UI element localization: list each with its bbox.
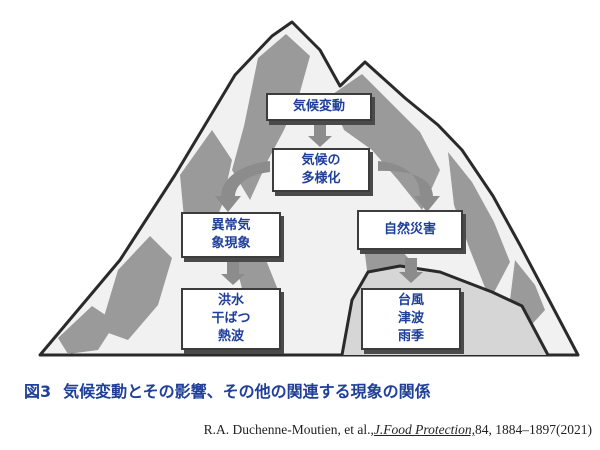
node-weather-effects-line-1: 洪水 bbox=[217, 293, 244, 308]
node-weather-effects: 洪水 干ばつ 熱波 bbox=[181, 288, 281, 350]
figure-label: 図3 bbox=[24, 382, 52, 401]
arrow-diversification-to-abnormal-weather bbox=[215, 161, 270, 212]
node-natural-disasters-label: 自然災害 bbox=[383, 222, 436, 237]
arrow-diversification-to-natural-disasters bbox=[378, 161, 440, 212]
node-weather-effects-line-3: 熱波 bbox=[217, 329, 244, 344]
figure-caption-text: 気候変動とその影響、その他の関連する現象の関係 bbox=[63, 382, 431, 401]
node-disaster-types-line-3: 雨季 bbox=[397, 329, 424, 344]
node-climate-change-label: 気候変動 bbox=[292, 99, 345, 114]
node-climate-diversification-line-1: 気候の bbox=[301, 153, 341, 168]
citation-authors: R.A. Duchenne-Moutien, et al., bbox=[203, 422, 374, 437]
arrow-climate-to-diversification bbox=[308, 122, 332, 147]
arrow-natural-disasters-to-types bbox=[399, 258, 423, 283]
citation-details: 84, 1884–1897(2021) bbox=[475, 422, 592, 437]
node-weather-effects-line-2: 干ばつ bbox=[211, 311, 251, 326]
node-climate-change: 気候変動 bbox=[266, 93, 372, 121]
citation-journal: J.Food Protection, bbox=[373, 422, 475, 437]
arrows bbox=[215, 122, 440, 285]
node-disaster-types: 台風 津波 雨季 bbox=[361, 288, 461, 350]
node-disaster-types-line-1: 台風 bbox=[397, 293, 424, 308]
node-disaster-types-line-2: 津波 bbox=[397, 311, 424, 326]
figure-caption: 図3 気候変動とその影響、その他の関連する現象の関係 bbox=[24, 378, 431, 402]
node-natural-disasters: 自然災害 bbox=[357, 210, 463, 250]
node-climate-diversification-line-2: 多様化 bbox=[301, 171, 341, 186]
node-abnormal-weather-line-2: 象現象 bbox=[211, 236, 251, 251]
node-climate-diversification: 気候の 多様化 bbox=[272, 148, 370, 192]
node-abnormal-weather: 異常気 象現象 bbox=[181, 212, 281, 258]
arrow-abnormal-weather-to-effects bbox=[221, 260, 245, 285]
node-abnormal-weather-line-1: 異常気 bbox=[211, 218, 251, 233]
citation: R.A. Duchenne-Moutien, et al.,J.Food Pro… bbox=[204, 422, 592, 438]
